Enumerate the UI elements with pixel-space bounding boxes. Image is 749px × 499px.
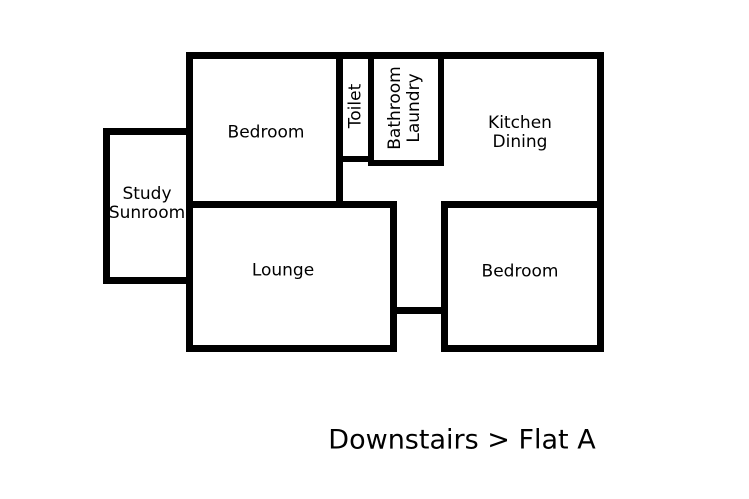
lounge-bottom-wall: [186, 345, 397, 352]
bathroom-bottom-wall: [368, 160, 444, 166]
bedroom2-top-wall: [441, 201, 604, 208]
lounge-right-wall: [390, 201, 397, 352]
entry-nook-wall: [390, 307, 448, 314]
room-label-bedroom-top: Bedroom: [227, 122, 305, 143]
outer-top-wall: [186, 52, 604, 59]
toilet-divider-wall: [368, 52, 374, 166]
room-label-kitchen-dining: Kitchen Dining: [488, 112, 552, 152]
room-label-study-sunroom: Study Sunroom: [108, 183, 186, 223]
bathroom-right-wall: [438, 52, 444, 166]
bedroom1-right-wall: [336, 52, 343, 208]
bedroom2-bottom-wall: [441, 345, 604, 352]
study-left-wall: [103, 128, 110, 284]
floorplan-caption: Downstairs > Flat A: [328, 424, 596, 456]
bedroom2-left-wall: [441, 201, 448, 352]
room-label-lounge: Lounge: [251, 260, 315, 281]
toilet-bottom-wall: [336, 156, 374, 162]
lounge-top-wall: [186, 201, 397, 208]
room-label-bedroom-bottom: Bedroom: [481, 261, 559, 282]
room-label-toilet: Toilet: [345, 83, 366, 129]
room-label-bathroom-laundry: Bathroom Laundry: [384, 66, 424, 150]
study-top-wall: [103, 128, 193, 135]
study-bottom-wall: [103, 277, 193, 284]
